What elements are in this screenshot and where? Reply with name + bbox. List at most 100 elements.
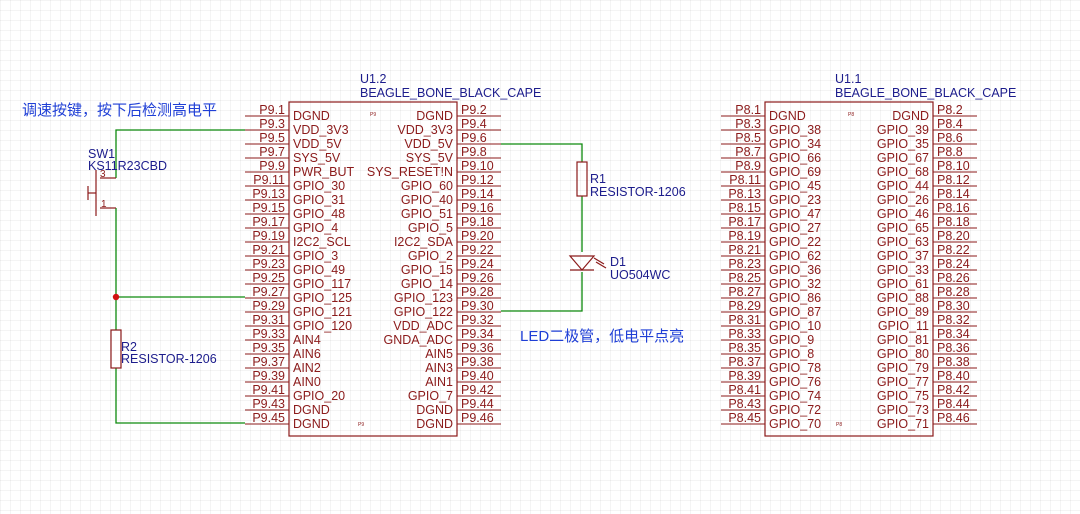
u11-pin-number-right: P8.42	[937, 383, 970, 397]
u12-body[interactable]	[288, 101, 458, 437]
u12-pin-name-right: GNDA_ADC	[384, 333, 453, 347]
u11-pin-number-left: P8.19	[728, 229, 761, 243]
u11-pin-number-left: P8.33	[728, 327, 761, 341]
u11-pin-number-right: P8.38	[937, 355, 970, 369]
u11-pin-name-right: GPIO_75	[877, 389, 929, 403]
u12-pin-name-left: SYS_5V	[293, 151, 341, 165]
u11-pin-name-right: GPIO_33	[877, 263, 929, 277]
u11-pin-name-left: GPIO_72	[769, 403, 821, 417]
u12-pin-name-right: SYS_5V	[406, 151, 454, 165]
u11-body[interactable]	[764, 101, 934, 437]
sw1-switch-symbol[interactable]	[87, 170, 116, 216]
u11-pin-name-left: GPIO_8	[769, 347, 814, 361]
u11-pin-name-left: GPIO_22	[769, 235, 821, 249]
junction-dot	[112, 293, 120, 301]
u12-pin-name-right: VDD_3V3	[397, 123, 453, 137]
u12-pin-number-right: P9.6	[461, 131, 487, 145]
u11-pin-name-left: GPIO_23	[769, 193, 821, 207]
u11-pin-number-left: P8.25	[728, 271, 761, 285]
u11-pin-number-left: P8.1	[735, 103, 761, 117]
u12-pin-number-right: P9.4	[461, 117, 487, 131]
u11-pin-name-left: GPIO_34	[769, 137, 821, 151]
u12-pin-name-right: AIN3	[425, 361, 453, 375]
u11-pin-name-left: GPIO_10	[769, 319, 821, 333]
u11-pin-name-left: GPIO_62	[769, 249, 821, 263]
u11-pin-number-right: P8.32	[937, 313, 970, 327]
r1-resistor-symbol[interactable]	[576, 161, 588, 197]
u11-pin-number-left: P8.41	[728, 383, 761, 397]
u11-pin-name-right: GPIO_37	[877, 249, 929, 263]
u11-pin-number-right: P8.22	[937, 243, 970, 257]
d1-designator: D1	[610, 255, 626, 269]
u11-pin-name-left: GPIO_9	[769, 333, 814, 347]
u11-pin-number-right: P8.14	[937, 187, 970, 201]
u12-pin-number-left: P9.1	[259, 103, 285, 117]
u11-pin-name-right: GPIO_80	[877, 347, 929, 361]
u12-pin-name-left: GPIO_30	[293, 179, 345, 193]
u12-designator: U1.2	[360, 72, 386, 86]
u12-pin-name-left: GPIO_4	[293, 221, 338, 235]
u11-pin-name-left: GPIO_27	[769, 221, 821, 235]
wire-r2-to-dgnd[interactable]	[115, 368, 245, 424]
u11-pin-name-right: GPIO_89	[877, 305, 929, 319]
u12-pin-name-left: GPIO_117	[293, 277, 351, 291]
u12-pin-number-right: P9.28	[461, 285, 494, 299]
u11-pin-name-right: GPIO_77	[877, 375, 929, 389]
u11-pin-name-left: GPIO_76	[769, 375, 821, 389]
u11-pin-name-left: GPIO_38	[769, 123, 821, 137]
u11-pin-name-right: GPIO_88	[877, 291, 929, 305]
r2-resistor-symbol[interactable]	[110, 329, 122, 369]
u11-pin-name-left: GPIO_66	[769, 151, 821, 165]
u11-pin-name-left: GPIO_74	[769, 389, 821, 403]
u12-pin-name-right: VDD_5V	[404, 137, 453, 151]
u12-pin-name-right: GPIO_40	[401, 193, 453, 207]
u11-pin-number-right: P8.24	[937, 257, 970, 271]
u12-pin-name-left: DGND	[293, 417, 330, 431]
u12-pin-name-right: GPIO_122	[394, 305, 453, 319]
u12-pin-name-right: GPIO_2	[408, 249, 453, 263]
u12-pin-name-right: GPIO_123	[394, 291, 453, 305]
u11-pin-number-left: P8.37	[728, 355, 761, 369]
u11-pin-number-left: P8.7	[735, 145, 761, 159]
u11-pin-name-right: GPIO_26	[877, 193, 929, 207]
u11-pin-name-right: GPIO_63	[877, 235, 929, 249]
u12-pin-number-left: P9.21	[252, 243, 285, 257]
u12-pin-number-left: P9.43	[252, 397, 285, 411]
u12-pin-number-left: P9.45	[252, 411, 285, 425]
u11-pin-number-left: P8.29	[728, 299, 761, 313]
u11-pin-number-left: P8.17	[728, 215, 761, 229]
u12-pin-number-left: P9.11	[253, 173, 285, 187]
d1-value: UO504WC	[610, 268, 670, 282]
u12-tag-top: P9	[370, 112, 376, 118]
u12-pin-name-left: AIN4	[293, 333, 321, 347]
u12-pin-name-left: I2C2_SCL	[293, 235, 351, 249]
u11-pin-number-right: P8.30	[937, 299, 970, 313]
u12-pin-number-left: P9.7	[259, 145, 285, 159]
u11-pin-name-right: GPIO_81	[877, 333, 929, 347]
u12-pin-number-left: P9.13	[252, 187, 285, 201]
u12-pin-number-right: P9.2	[461, 103, 487, 117]
u12-pin-name-right: GPIO_5	[408, 221, 453, 235]
u11-pin-number-right: P8.36	[937, 341, 970, 355]
wire-vdd5v-to-r1[interactable]	[501, 143, 583, 162]
u11-pin-number-right: P8.18	[937, 215, 970, 229]
u11-pin-name-right: GPIO_39	[877, 123, 929, 137]
r1-value: RESISTOR-1206	[590, 185, 686, 199]
u12-pin-number-right: P9.24	[461, 257, 494, 271]
u11-pin-number-left: P8.15	[728, 201, 761, 215]
u11-pin-number-left: P8.13	[728, 187, 761, 201]
u11-pin-name-left: GPIO_45	[769, 179, 821, 193]
d1-led-symbol[interactable]	[568, 255, 607, 271]
u12-pin-number-left: P9.31	[252, 313, 285, 327]
u12-pin-name-right: GPIO_14	[401, 277, 453, 291]
u12-pin-number-right: P9.8	[461, 145, 487, 159]
u12-pin-name-left: AIN6	[293, 347, 321, 361]
wire-sw1-to-p9-27[interactable]	[115, 208, 245, 298]
wire-d1-to-p9-30[interactable]	[501, 272, 583, 312]
u11-pin-name-right: GPIO_11	[878, 319, 929, 333]
u11-pin-number-left: P8.9	[735, 159, 761, 173]
u12-pin-name-left: VDD_5V	[293, 137, 342, 151]
wire-vdd3v3-to-sw1[interactable]	[115, 129, 245, 178]
